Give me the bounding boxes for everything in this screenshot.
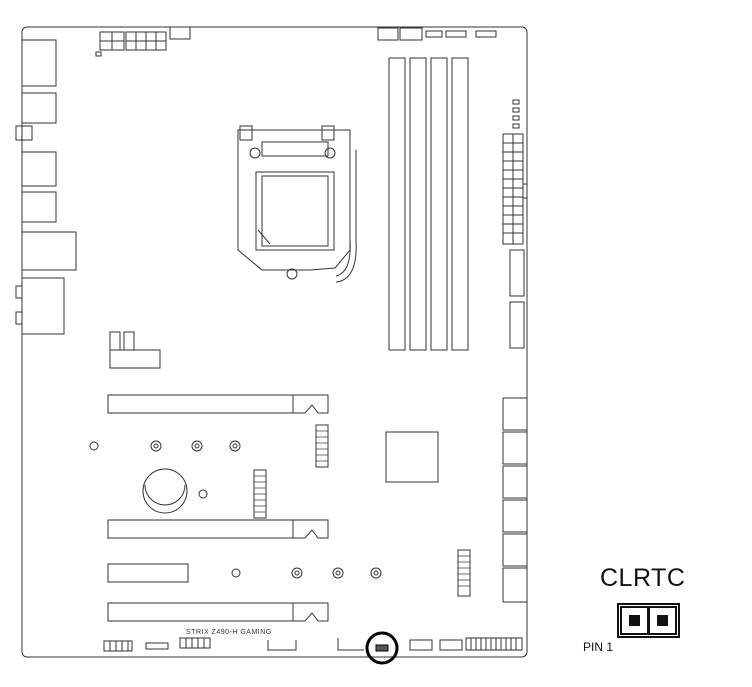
clrtc-header-outline <box>617 603 680 638</box>
standoff-9 <box>370 567 382 579</box>
dimm-slot-a1 <box>388 57 406 351</box>
standoff-1 <box>89 441 99 451</box>
socket-lever <box>335 150 351 277</box>
pcie-x1-slot <box>107 563 189 583</box>
m2-slots <box>253 424 471 597</box>
usb-header-2 <box>509 301 525 349</box>
standoffs <box>89 440 382 579</box>
rear-io-ports <box>15 39 77 335</box>
cpu-power-connectors <box>95 26 191 57</box>
socket-die <box>255 171 335 251</box>
chipset <box>385 431 439 483</box>
cmos-battery-outer <box>142 468 188 514</box>
fan-header-cpu <box>169 26 191 40</box>
io-port-6 <box>21 231 77 271</box>
pcie-x16-slot-1 <box>107 394 294 414</box>
pcie-x16-slot-1-latch <box>292 394 329 414</box>
clrtc-header-detail <box>617 603 680 638</box>
socket-screw-1 <box>249 147 261 159</box>
standoff-6 <box>231 568 241 578</box>
io-port-2 <box>21 92 57 124</box>
pcie-x16-slot-3 <box>107 602 294 622</box>
board-outline <box>21 26 528 658</box>
bottom-header-6 <box>409 639 433 651</box>
pcie-x16-slot-3-latch <box>292 602 329 622</box>
io-port-1 <box>21 39 57 87</box>
top-right-headers <box>377 27 497 41</box>
usb-header-1 <box>509 249 525 297</box>
bottom-headers <box>103 637 523 652</box>
socket-screw-3 <box>286 268 298 280</box>
sata-port-2 <box>502 431 528 465</box>
bottom-header-audio <box>103 640 133 652</box>
bottom-header-panel <box>465 637 523 651</box>
standoff-8 <box>332 567 344 579</box>
clrtc-onboard-header <box>375 644 389 652</box>
standoff-2 <box>150 440 162 452</box>
header-block <box>109 349 161 369</box>
m2-slot-3 <box>457 549 471 597</box>
m2-slot-1 <box>315 424 329 468</box>
io-port-4 <box>21 151 57 187</box>
cpu-socket <box>237 125 357 283</box>
bottom-header-5 <box>337 638 364 651</box>
clrtc-pin-2 <box>657 615 668 626</box>
fan-header-2 <box>399 27 423 41</box>
pcie-x16-slot-2-latch <box>292 519 329 539</box>
pcie-x16-slot-2 <box>107 519 294 539</box>
dimm-slot-a2 <box>409 57 427 351</box>
clrtc-location-highlight <box>365 631 399 665</box>
sata-port-6 <box>502 567 528 603</box>
board-model-label: STRIX Z490-H GAMING <box>186 629 272 636</box>
sata-port-3 <box>502 465 528 499</box>
standoff-7 <box>291 567 303 579</box>
standoff-4 <box>229 440 241 452</box>
sata-port-1 <box>502 397 528 431</box>
pcie-slots <box>107 394 329 622</box>
io-port-8 <box>15 285 23 299</box>
bottom-header-7 <box>439 639 463 651</box>
atx-power-24pin <box>502 133 528 245</box>
io-port-5 <box>21 191 57 223</box>
cmos-battery <box>142 468 188 514</box>
usb-headers-right <box>509 249 525 349</box>
dimm-slots <box>388 57 469 351</box>
bottom-header-4 <box>267 640 297 651</box>
debug-leds <box>512 99 520 129</box>
socket-frame <box>237 129 351 271</box>
header-near-pcie <box>109 331 161 369</box>
io-port-3 <box>15 125 33 141</box>
standoff-5 <box>198 489 208 499</box>
small-led <box>95 51 102 57</box>
clrtc-highlight-circle <box>365 631 399 665</box>
sata-port-4 <box>502 499 528 533</box>
dimm-slot-b1 <box>430 57 448 351</box>
socket-screw-2 <box>324 147 336 159</box>
sata-port-5 <box>502 533 528 567</box>
fan-header-1 <box>377 27 399 41</box>
bottom-header-2 <box>145 642 169 650</box>
clrtc-pin-1 <box>629 615 640 626</box>
clrtc-pin-2-box <box>648 606 677 635</box>
sata-ports <box>502 397 528 603</box>
dimm-slot-b2 <box>451 57 469 351</box>
io-port-9 <box>15 311 23 325</box>
clrtc-title: CLRTC <box>600 564 686 592</box>
standoff-3 <box>191 440 203 452</box>
bottom-header-3 <box>179 637 211 649</box>
io-port-7 <box>21 277 65 335</box>
pin-1-label: PIN 1 <box>583 640 614 654</box>
